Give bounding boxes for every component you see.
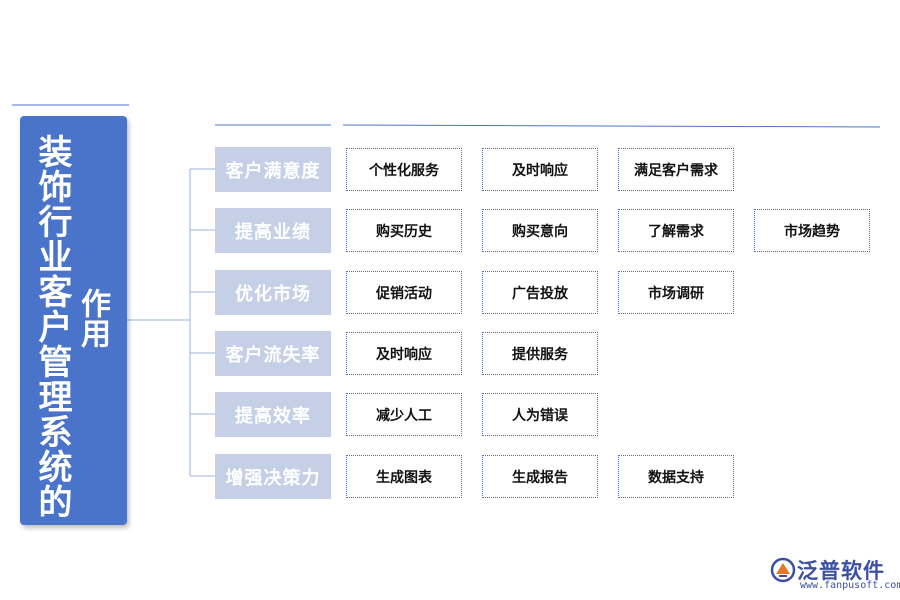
item-box: 人为错误: [482, 393, 598, 436]
item-box: 数据支持: [618, 455, 734, 498]
item-box: 促销活动: [346, 271, 462, 314]
category-decision: 增强决策力: [215, 454, 331, 499]
category-efficiency: 提高效率: [215, 392, 331, 437]
title-main: 装饰行业客户管理系统的: [32, 134, 72, 519]
item-box: 及时响应: [482, 148, 598, 191]
item-box: 生成报告: [482, 455, 598, 498]
item-box: 提供服务: [482, 332, 598, 375]
item-box: 广告投放: [482, 271, 598, 314]
logo-url: www.fanpusoft.com: [800, 580, 900, 591]
fanpu-logo-icon: [770, 557, 796, 583]
category-market: 优化市场: [215, 270, 331, 315]
item-box: 购买意向: [482, 209, 598, 252]
item-box: 购买历史: [346, 209, 462, 252]
title-sub: 作用: [75, 288, 110, 348]
item-box: 及时响应: [346, 332, 462, 375]
item-box: 了解需求: [618, 209, 734, 252]
item-box: 个性化服务: [346, 148, 462, 191]
logo-name: 泛普软件: [797, 559, 885, 583]
category-performance: 提高业绩: [215, 208, 331, 253]
category-satisfaction: 客户满意度: [215, 147, 331, 192]
category-churn: 客户流失率: [215, 331, 331, 376]
item-box: 市场调研: [618, 271, 734, 314]
item-box: 减少人工: [346, 393, 462, 436]
item-box: 满足客户需求: [618, 148, 734, 191]
brand-logo: 泛普软件 www.fanpusoft.com: [770, 553, 900, 593]
item-box: 市场趋势: [754, 209, 870, 252]
item-box: 生成图表: [346, 455, 462, 498]
title-box: 装饰行业客户管理系统的 作用: [20, 116, 127, 525]
